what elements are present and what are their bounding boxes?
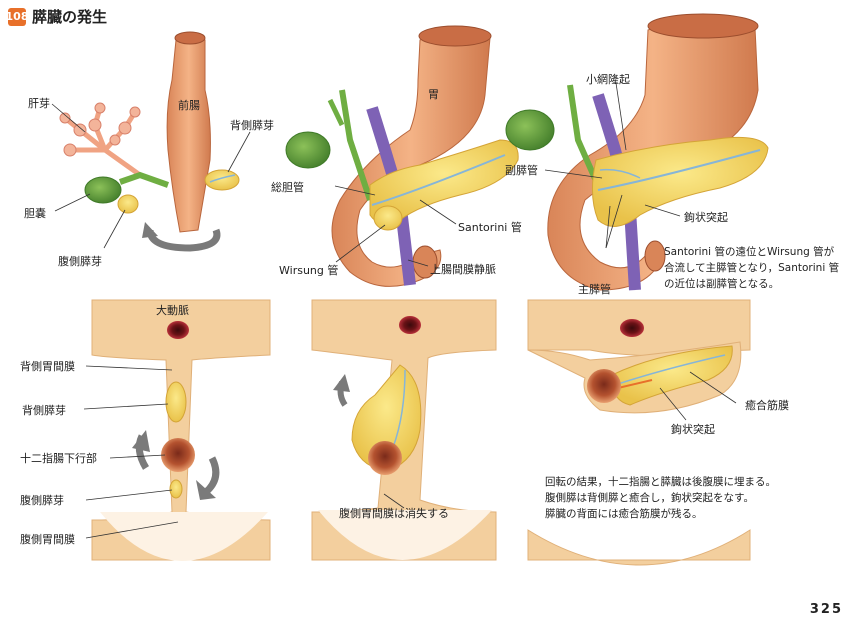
- label-dorsal-pancreatic-bud-bottom: 背側膵芽: [22, 404, 66, 417]
- label-stomach: 胃: [428, 88, 439, 101]
- note-result-line-2: 腹側膵は背側膵と癒合し，鉤状突起をなす。: [545, 492, 754, 504]
- label-wirsung-duct: Wirsung 管: [279, 264, 339, 277]
- label-foregut: 前腸: [178, 99, 200, 112]
- label-liver-bud: 肝芽: [28, 97, 50, 110]
- page-title: 膵臓の発生: [32, 8, 108, 26]
- note-result-line-1: 回転の結果，十二指腸と膵臓は後腹膜に埋まる。: [545, 476, 776, 488]
- label-main-pancreatic-duct: 主膵管: [578, 283, 611, 296]
- label-dorsal-pancreatic-bud-top: 背側膵芽: [230, 119, 274, 132]
- label-superior-mesenteric-vein: 上腸間膜静脈: [430, 263, 496, 276]
- panel-cross-section-1: [83, 299, 271, 561]
- note-santorini-line-1: Santorini 管の遠位とWirsung 管が: [664, 246, 835, 258]
- panel-rotation: [285, 25, 519, 287]
- label-aorta: 大動脈: [156, 304, 189, 317]
- figure-header: 108 膵臓の発生: [6, 6, 108, 27]
- label-ventral-pancreatic-bud-top: 腹側膵芽: [58, 255, 102, 268]
- panel-cross-section-2: [311, 299, 497, 561]
- panel-early-buds: [51, 31, 251, 252]
- panel-cross-section-3: [527, 299, 751, 566]
- note-result-line-3: 膵臓の背面には癒合筋膜が残る。: [545, 508, 703, 520]
- label-omental-tuberosity: 小網隆起: [586, 73, 630, 86]
- label-common-bile-duct: 総胆管: [271, 181, 304, 194]
- label-ventral-mesogastrium-disappears: 腹側胃間膜は消失する: [339, 507, 449, 520]
- label-accessory-pancreatic-duct: 副膵管: [505, 164, 538, 177]
- label-dorsal-mesogastrium: 背側胃間膜: [20, 360, 75, 373]
- panel-fusion: [505, 13, 769, 291]
- label-ventral-pancreatic-bud-bottom: 腹側膵芽: [20, 494, 64, 507]
- label-uncinate-process-top: 鉤状突起: [684, 211, 728, 224]
- note-santorini-line-2: 合流して主膵管となり，Santorini 管: [664, 262, 840, 274]
- label-fusion-fascia: 癒合筋膜: [745, 399, 789, 412]
- label-ventral-mesogastrium: 腹側胃間膜: [20, 533, 75, 546]
- label-santorini-duct: Santorini 管: [458, 221, 522, 234]
- note-santorini-line-3: の近位は副膵管となる。: [664, 278, 780, 290]
- note-santorini-wirsung: Santorini 管の遠位とWirsung 管が 合流して主膵管となり，San…: [664, 244, 839, 292]
- note-rotation-result: 回転の結果，十二指腸と膵臓は後腹膜に埋まる。 腹側膵は背側膵と癒合し，鉤状突起を…: [545, 474, 776, 522]
- figure-number-badge: 108: [6, 7, 28, 26]
- page-number: 325: [809, 602, 843, 617]
- label-descending-duodenum: 十二指腸下行部: [20, 452, 97, 465]
- label-gallbladder: 胆嚢: [24, 207, 46, 220]
- label-uncinate-process-bottom: 鉤状突起: [671, 423, 715, 436]
